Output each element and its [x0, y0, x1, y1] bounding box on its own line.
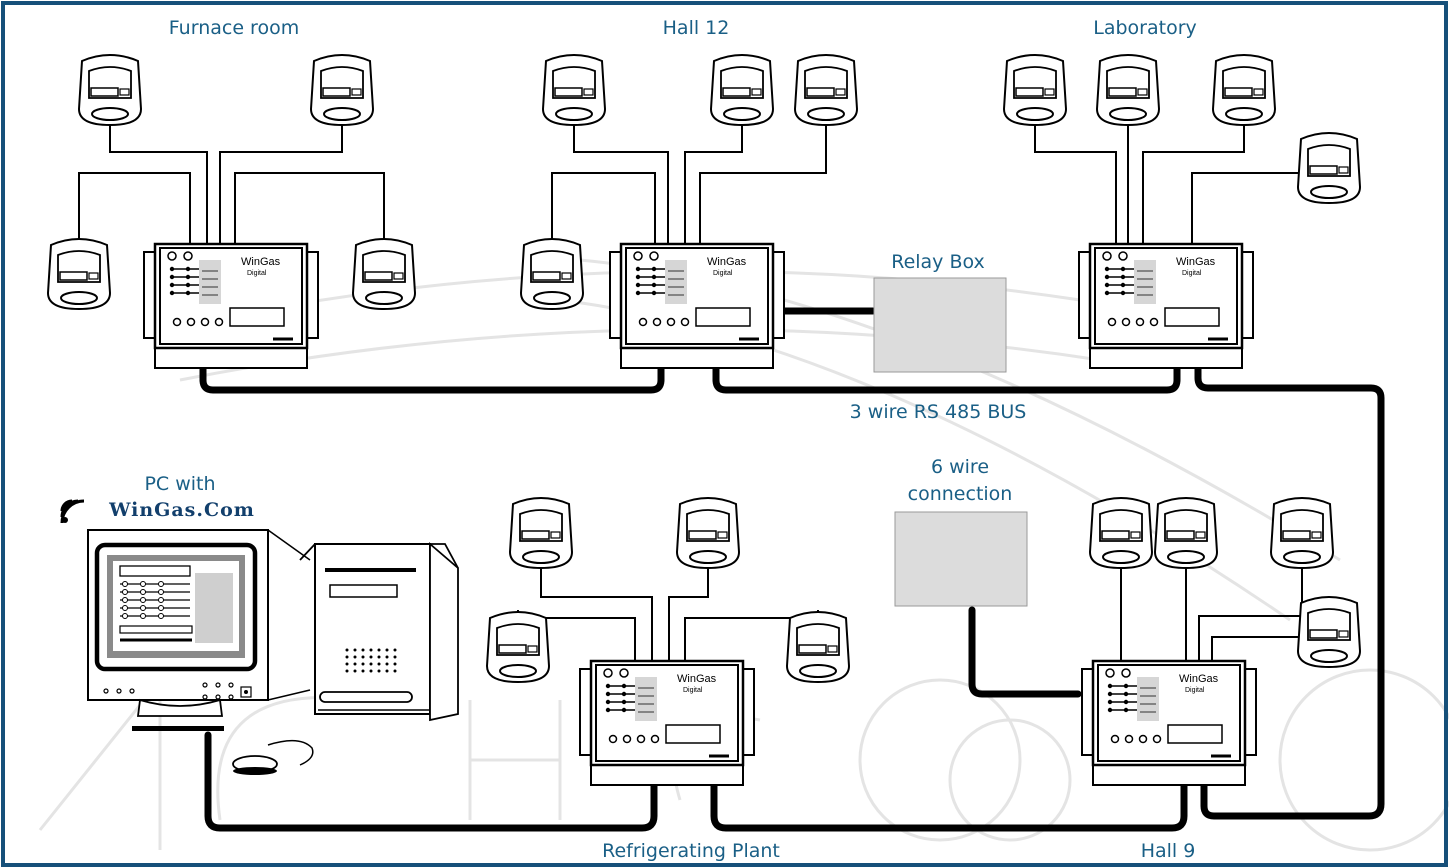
gas-sensor-icon	[786, 611, 850, 683]
controller-hall-9: WinGas Digital	[1080, 659, 1258, 787]
label-furnace-room: Furnace room	[169, 17, 299, 39]
gas-sensor-icon	[520, 238, 584, 310]
controller-refrigerating-plant: WinGas Digital	[578, 659, 756, 787]
gas-sensor-icon	[794, 54, 858, 126]
speaker-grille	[345, 648, 397, 673]
gas-sensor-icon	[352, 238, 416, 310]
wireless-signal-icon	[60, 499, 86, 525]
controller-model: Digital	[1182, 270, 1202, 277]
gas-sensor-icon	[676, 497, 740, 569]
controller-brand: WinGas	[707, 256, 747, 268]
gas-sensor-icon	[1270, 497, 1334, 569]
label-pc-with: PC with	[144, 473, 215, 495]
gas-sensor-icon	[1297, 132, 1361, 204]
controller-model: Digital	[683, 687, 703, 694]
controller-model: Digital	[247, 270, 267, 277]
pc-workstation	[60, 499, 459, 775]
controller-furnace-room: WinGas Digital	[142, 242, 320, 370]
gas-sensor-icon	[486, 611, 550, 683]
gas-sensor-icon	[1154, 497, 1218, 569]
controller-model: Digital	[1185, 687, 1205, 694]
bus-cables	[199, 307, 1385, 832]
controller-laboratory: WinGas Digital	[1077, 242, 1255, 370]
gas-sensor-icon	[1297, 596, 1361, 668]
gas-sensor-icon	[710, 54, 774, 126]
gas-sensor-icon	[509, 497, 573, 569]
gas-sensor-icon	[310, 54, 374, 126]
controller-brand: WinGas	[241, 256, 281, 268]
controller-brand: WinGas	[1176, 256, 1216, 268]
label-pc-software: WinGas.Com	[108, 499, 255, 521]
computer-tower	[314, 543, 431, 715]
controller-brand: WinGas	[1179, 673, 1219, 685]
label-refrigerating-plant: Refrigerating Plant	[602, 840, 780, 862]
label-hall-9: Hall 9	[1141, 840, 1196, 862]
label-hall-12: Hall 12	[663, 17, 730, 39]
gas-sensor-icon	[1003, 54, 1067, 126]
relay-box	[873, 277, 1007, 373]
label-laboratory: Laboratory	[1093, 17, 1197, 39]
gas-sensor-icon	[1212, 54, 1276, 126]
gas-sensor-icon	[1089, 497, 1153, 569]
controller-hall-12: WinGas Digital	[608, 242, 786, 370]
six-wire-connection-box	[894, 511, 1028, 607]
label-six-wire-line2: connection	[908, 483, 1013, 505]
label-bus: 3 wire RS 485 BUS	[850, 401, 1027, 423]
label-six-wire-line1: 6 wire	[931, 456, 989, 478]
label-relay-box: Relay Box	[891, 251, 985, 273]
gas-sensor-icon	[47, 238, 111, 310]
controller-model: Digital	[713, 270, 733, 277]
gas-sensor-icon	[542, 54, 606, 126]
gas-sensor-icon	[1096, 54, 1160, 126]
controller-brand: WinGas	[677, 673, 717, 685]
gas-sensor-icon	[78, 54, 142, 126]
